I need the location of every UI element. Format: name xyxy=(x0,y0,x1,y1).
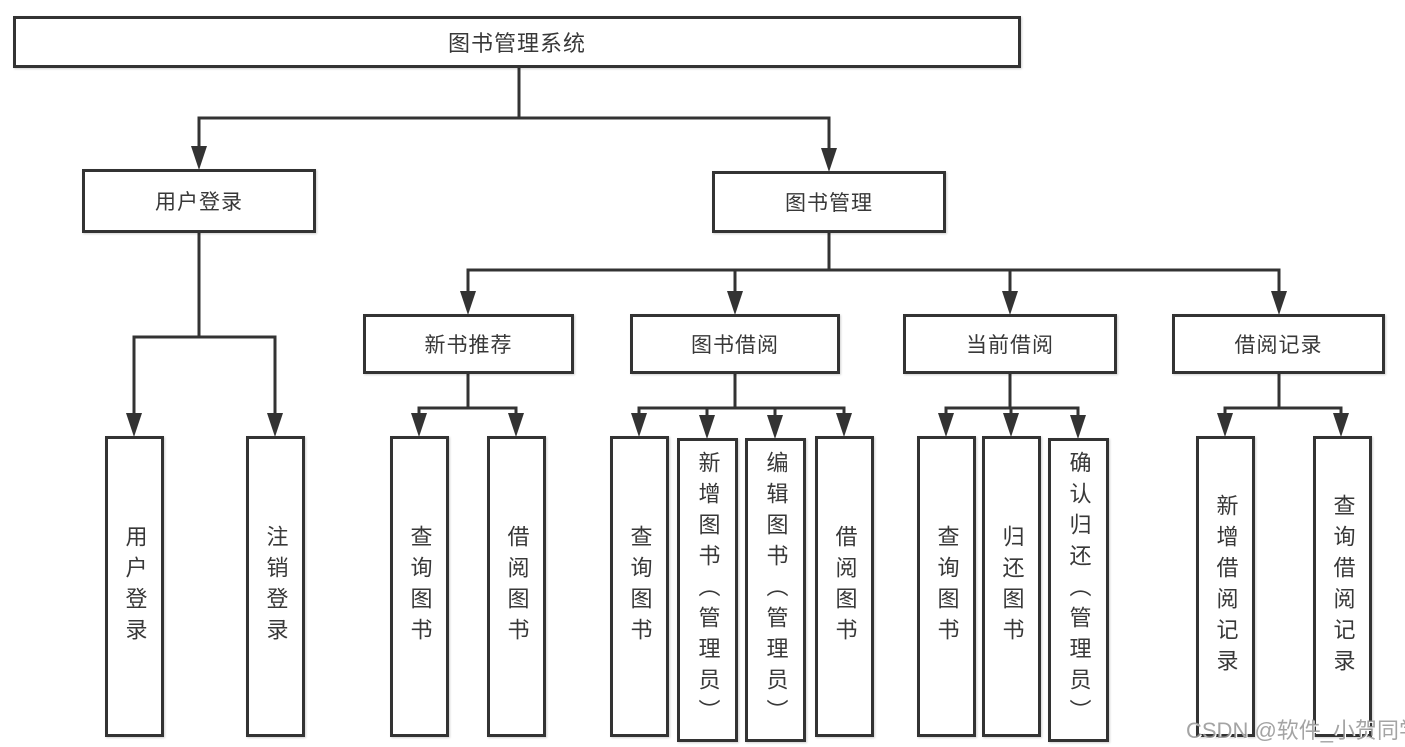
leaf-query-books-2-label: 查询图书 xyxy=(627,524,653,649)
leaf-add-books-admin: 新增图书（管理员） xyxy=(677,438,738,742)
node-book-management-group-label: 图书管理 xyxy=(785,192,873,215)
node-current-borrow-label: 当前借阅 xyxy=(966,334,1054,357)
leaf-user-login-label: 用户登录 xyxy=(122,524,148,649)
leaf-edit-books-admin-label: 编辑图书（管理员） xyxy=(763,450,789,730)
leaf-query-books-3: 查询图书 xyxy=(917,436,976,737)
leaf-confirm-return-admin: 确认归还（管理员） xyxy=(1048,438,1109,742)
leaf-borrow-books-1-label: 借阅图书 xyxy=(504,524,530,649)
node-user-login-group: 用户登录 xyxy=(82,169,316,233)
node-book-borrow-label: 图书借阅 xyxy=(691,334,779,357)
leaf-borrow-books-1: 借阅图书 xyxy=(487,436,546,737)
leaf-confirm-return-admin-label: 确认归还（管理员） xyxy=(1066,450,1092,730)
node-current-borrow: 当前借阅 xyxy=(903,314,1117,374)
leaf-query-books-1: 查询图书 xyxy=(390,436,449,737)
node-root-label: 图书管理系统 xyxy=(447,31,586,56)
node-user-login-group-label: 用户登录 xyxy=(155,191,243,214)
leaf-query-borrow-record-label: 查询借阅记录 xyxy=(1330,493,1356,680)
leaf-edit-books-admin: 编辑图书（管理员） xyxy=(745,438,806,742)
leaf-add-borrow-record-label: 新增借阅记录 xyxy=(1213,493,1239,680)
leaf-user-login: 用户登录 xyxy=(105,436,164,737)
leaf-logout: 注销登录 xyxy=(246,436,305,737)
node-book-borrow: 图书借阅 xyxy=(630,314,840,374)
node-new-book-recommend-label: 新书推荐 xyxy=(424,334,513,357)
leaf-add-borrow-record: 新增借阅记录 xyxy=(1196,436,1255,737)
node-book-management-group: 图书管理 xyxy=(712,171,946,233)
leaf-borrow-books-2: 借阅图书 xyxy=(815,436,874,737)
node-new-book-recommend: 新书推荐 xyxy=(363,314,574,374)
node-root: 图书管理系统 xyxy=(13,16,1021,68)
node-borrow-records-label: 借阅记录 xyxy=(1234,334,1323,357)
leaf-return-books: 归还图书 xyxy=(982,436,1041,737)
leaf-query-books-1-label: 查询图书 xyxy=(407,524,433,649)
leaf-query-borrow-record: 查询借阅记录 xyxy=(1313,436,1372,737)
leaf-query-books-2: 查询图书 xyxy=(610,436,669,737)
csdn-watermark: CSDN @软件_小贺同学 xyxy=(1186,718,1405,743)
leaf-query-books-3-label: 查询图书 xyxy=(934,524,960,649)
leaf-borrow-books-2-label: 借阅图书 xyxy=(832,524,858,649)
leaf-return-books-label: 归还图书 xyxy=(999,524,1025,649)
leaf-add-books-admin-label: 新增图书（管理员） xyxy=(695,450,721,730)
leaf-logout-label: 注销登录 xyxy=(263,524,289,649)
node-borrow-records: 借阅记录 xyxy=(1172,314,1385,374)
